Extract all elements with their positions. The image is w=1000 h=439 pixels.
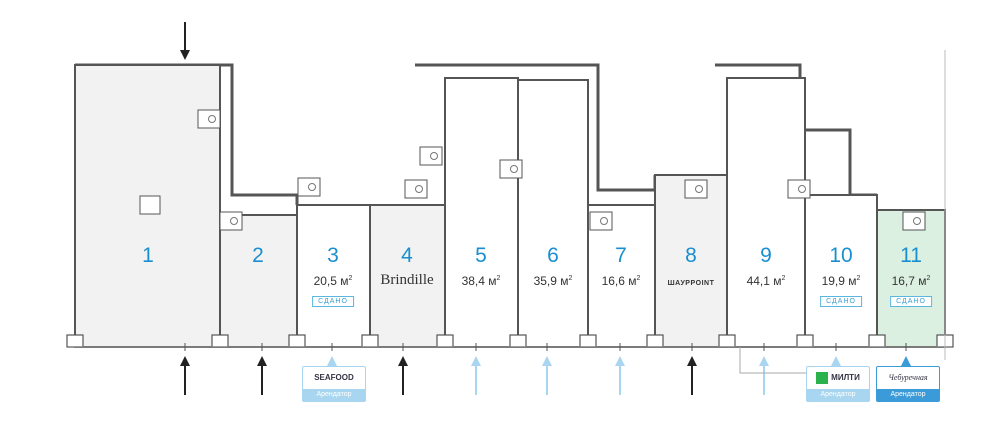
tenant-card-seafood[interactable]: SEAFOOD Арендатор [302,366,366,402]
area-value: 16,7 м [891,274,927,288]
arrow-head-icon [327,356,337,366]
toilet-icon [208,115,216,123]
column [796,334,814,348]
status-badge: СДАНО [890,296,932,307]
area-value: 35,9 м [533,274,569,288]
room-11[interactable] [876,209,946,348]
column [361,334,379,348]
status-badge: СДАНО [820,296,862,307]
toilet-icon [230,217,238,225]
room-number: 2 [252,244,264,267]
arrow-head-icon [687,356,697,366]
column [288,334,306,348]
room-area: 20,5 м2 [314,274,353,288]
room-number: 11 [900,244,922,267]
toilet-icon [308,183,316,191]
column [66,334,84,348]
column [211,334,229,348]
arrow-head-icon [257,356,267,366]
room-9[interactable] [726,77,806,348]
pillar [139,195,161,215]
room-area: 19,9 м2 [822,274,861,288]
column [868,334,886,348]
room-area: 38,4 м2 [462,274,501,288]
tenant-label: Арендатор [807,389,869,401]
column [646,334,664,348]
area-unit-sup: 2 [856,275,861,282]
room-area: 16,6 м2 [602,274,641,288]
area-value: 20,5 м [313,274,349,288]
arrow-head-icon [759,356,769,366]
tenant-brand: Brindille [380,272,434,288]
room-number: 1 [142,244,154,267]
room-number: 5 [475,244,487,267]
tenant-label: Арендатор [877,389,939,401]
room-area: 16,7 м2 [892,274,931,288]
column [718,334,736,348]
room-10[interactable] [804,194,878,348]
area-unit-sup: 2 [636,275,641,282]
arrow-head-icon [615,356,625,366]
tenant-logo: МИЛТИ [807,367,869,389]
tenant-label: Арендатор [303,389,365,401]
tenant-card-milti[interactable]: МИЛТИ Арендатор [806,366,870,402]
area-value: 38,4 м [461,274,497,288]
room-number: 10 [829,244,853,267]
arrow-head-icon [901,356,911,366]
room-number: 7 [615,244,627,267]
column [436,334,454,348]
toilet-icon [415,185,423,193]
room-6[interactable] [517,79,589,348]
room-8[interactable] [654,174,728,348]
area-unit-sup: 2 [926,275,931,282]
room-number: 6 [547,244,559,267]
toilet-icon [913,217,921,225]
arrow-head-icon [180,50,190,60]
area-value: 19,9 м [821,274,857,288]
tenant-logo: SEAFOOD [314,373,354,382]
status-badge: СДАНО [312,296,354,307]
tenant-card-cheburechnaya[interactable]: Чебуречная Арендатор [876,366,940,402]
arrow-head-icon [542,356,552,366]
passage-line [739,347,806,374]
room-number: 8 [685,244,697,267]
toilet-icon [798,185,806,193]
room-area: 44,1 м2 [747,274,786,288]
column [579,334,597,348]
area-unit-sup: 2 [348,275,353,282]
room-5[interactable] [444,77,519,348]
area-value: 44,1 м [746,274,782,288]
toilet-icon [510,165,518,173]
tenant-logo: Чебуречная [888,373,928,382]
milti-logo-icon [816,371,829,384]
toilet-icon [600,217,608,225]
room-2[interactable] [219,214,298,348]
column [509,334,527,348]
arrow-head-icon [180,356,190,366]
room-4[interactable] [369,204,446,348]
arrow-head-icon [831,356,841,366]
toilet-icon [430,152,438,160]
area-unit-sup: 2 [781,275,786,282]
area-value: 16,6 м [601,274,637,288]
room-number: 4 [401,244,413,267]
room-number: 9 [760,244,772,267]
area-unit-sup: 2 [568,275,573,282]
arrow-head-icon [471,356,481,366]
area-unit-sup: 2 [496,275,501,282]
arrow-head-icon [398,356,408,366]
room-area: 35,9 м2 [534,274,573,288]
room-number: 3 [327,244,339,267]
tenant-brand: ШАУРPOINT [667,280,715,287]
toilet-icon [695,185,703,193]
